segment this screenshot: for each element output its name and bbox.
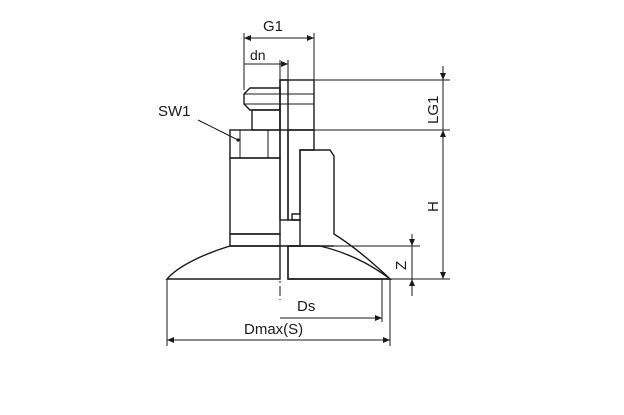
section-view: [279, 79, 393, 280]
label-sw1: SW1: [158, 103, 191, 120]
cup-lip-section: [287, 245, 393, 280]
body-shaft-exterior: [229, 157, 281, 235]
label-dmax: Dmax(S): [244, 321, 303, 338]
label-g1: G1: [263, 18, 283, 35]
hex-sw1-exterior: [229, 129, 281, 159]
exterior-view: [165, 87, 281, 280]
neck-exterior: [251, 109, 281, 131]
metal-insert-section: [287, 129, 315, 221]
bore-channel: [279, 79, 289, 221]
label-dn: dn: [250, 47, 266, 63]
thread-section: [279, 79, 315, 131]
dimension-lines: [166, 33, 450, 346]
thread-nipple-exterior: [243, 87, 281, 111]
label-h: H: [425, 201, 442, 212]
rubber-cup-section: [287, 149, 392, 280]
label-lg1: LG1: [425, 96, 442, 124]
label-z: Z: [393, 261, 410, 270]
label-ds: Ds: [297, 298, 315, 315]
collar-exterior: [229, 233, 281, 247]
cup-lip-exterior: [165, 245, 281, 280]
